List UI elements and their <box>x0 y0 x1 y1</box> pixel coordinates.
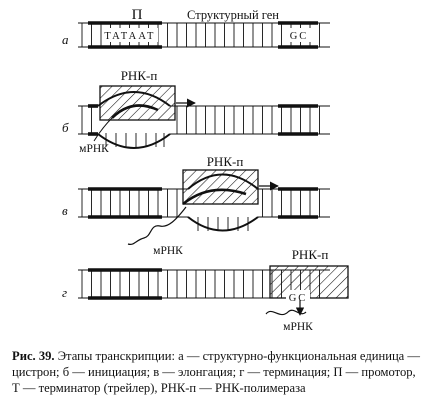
nascent-rna-v <box>182 188 247 206</box>
terminator-sequence: GC <box>290 31 309 42</box>
terminator-sequence-g: GC <box>289 293 308 304</box>
mrna-label-g: мРНК <box>283 321 313 330</box>
mrna-strand-v <box>127 206 187 245</box>
polymerase-label-b: РНК-п <box>121 68 158 83</box>
dna-double-helix-b <box>78 104 330 136</box>
mrna-label-b: мРНК <box>79 143 109 155</box>
released-mrna-g <box>265 309 307 316</box>
dna-double-helix-a <box>78 21 330 49</box>
terminator-seq-background <box>287 28 311 42</box>
polymerase-label-v: РНК-п <box>207 154 244 169</box>
terminator-seq-background-g <box>286 290 310 304</box>
tata-box-background <box>102 28 158 42</box>
dna-double-helix-v <box>78 187 330 219</box>
panel-v-letter: в <box>62 203 68 218</box>
panel-b-letter: б <box>62 120 69 135</box>
structural-gene-label: Структурный ген <box>187 8 279 22</box>
figure-number: Рис. 39. <box>12 349 55 363</box>
panel-g: г GC РНК-п мРНК <box>62 247 349 330</box>
panel-a-letter: а <box>62 32 69 47</box>
transcription-diagram: а П Структурный ген TATAAT GC б РНК-п мР… <box>62 7 349 330</box>
mrna-label-v: мРНК <box>153 245 183 257</box>
nascent-rna-b <box>111 104 159 119</box>
bubble-rungs-b <box>105 133 165 147</box>
panel-v: в РНК-п мРНК <box>62 154 330 257</box>
panel-g-letter: г <box>62 285 67 300</box>
figure-caption: Рис. 39. Этапы транскрипции: а — структу… <box>12 348 424 396</box>
rna-polymerase-b <box>99 85 176 121</box>
mrna-pointer-b <box>93 117 113 142</box>
polymerase-label-g: РНК-п <box>292 247 329 262</box>
tata-box-sequence: TATAAT <box>104 31 155 42</box>
promoter-label: П <box>132 7 143 23</box>
bubble-rungs-v <box>197 217 249 231</box>
rna-polymerase-v <box>182 169 259 205</box>
caption-text: Этапы транскрипции: а — структурно-функц… <box>12 349 421 395</box>
panel-a: а П Структурный ген TATAAT GC <box>62 7 330 49</box>
panel-b: б РНК-п мРНК <box>62 68 330 155</box>
